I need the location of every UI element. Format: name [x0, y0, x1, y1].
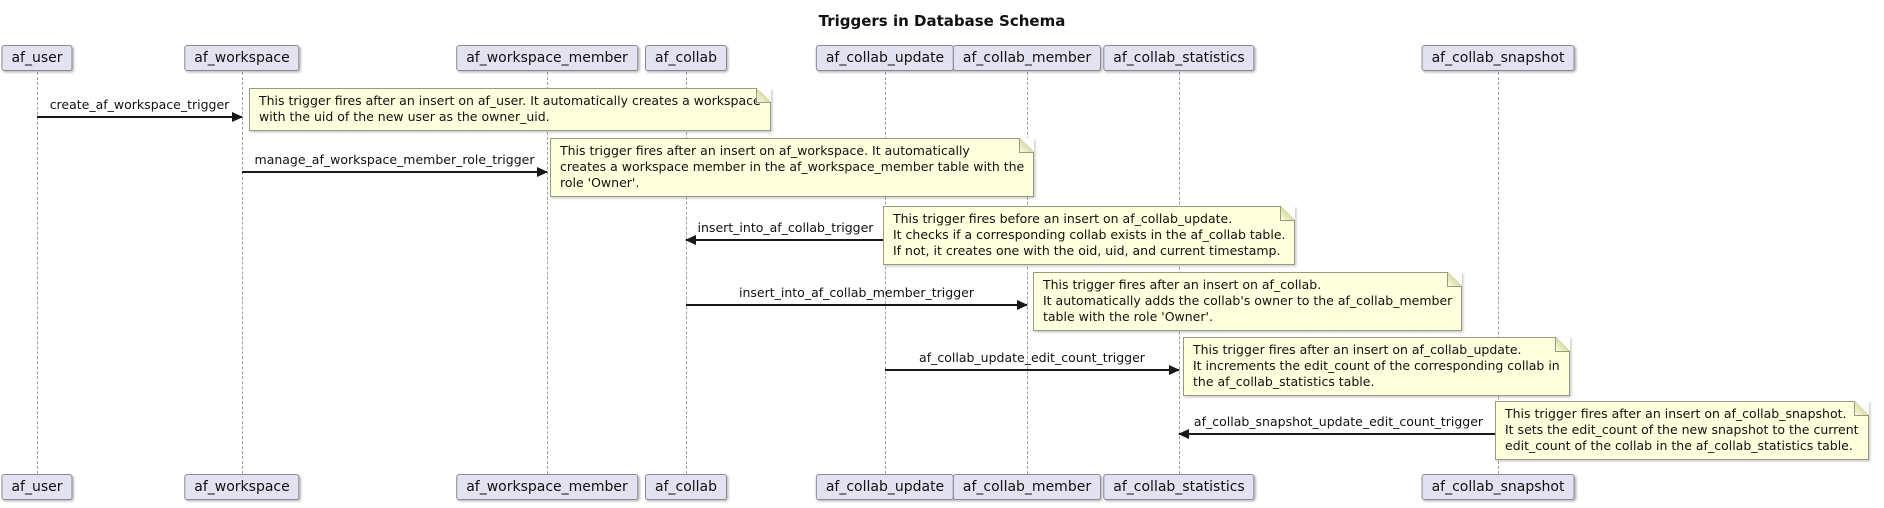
lifeline-af_workspace_member: [547, 72, 548, 474]
participant-bottom-af_collab_snapshot: af_collab_snapshot: [1421, 474, 1575, 500]
note-insert_into_af_collab_trigger: This trigger fires before an insert on a…: [883, 206, 1296, 265]
note-text: This trigger fires before an insert on a…: [893, 211, 1233, 226]
lifeline-af_collab: [686, 72, 687, 474]
note-text: If not, it creates one with the oid, uid…: [893, 243, 1281, 258]
note-af_collab_update_edit_count_trigger: This trigger fires after an insert on af…: [1183, 337, 1570, 396]
participant-top-af_collab_update: af_collab_update: [815, 45, 955, 71]
note-insert_into_af_collab_member_trigger: This trigger fires after an insert on af…: [1033, 272, 1463, 331]
lifeline-af_collab_update: [885, 72, 886, 474]
arrowhead-left-icon: [1178, 428, 1189, 439]
note-text: This trigger fires after an insert on af…: [259, 93, 761, 108]
note-text: It increments the edit_count of the corr…: [1193, 358, 1560, 373]
arrowhead-right-icon: [1169, 364, 1180, 375]
participant-bottom-af_user: af_user: [1, 474, 73, 500]
message-arrow-line: [37, 111, 243, 122]
message-arrow-line: [686, 299, 1028, 310]
lifeline-af_collab_snapshot: [1498, 72, 1499, 474]
message-arrow-line: [1178, 428, 1498, 439]
message-label: insert_into_af_collab_member_trigger: [739, 285, 974, 300]
note-text: the af_collab_statistics table.: [1193, 374, 1375, 389]
lifeline-af_collab_member: [1027, 72, 1028, 474]
arrowhead-right-icon: [232, 111, 243, 122]
message-create_af_workspace_trigger: create_af_workspace_trigger: [37, 97, 243, 122]
participant-top-af_user: af_user: [1, 45, 73, 71]
participant-top-af_workspace: af_workspace: [184, 45, 300, 71]
participant-top-af_collab_statistics: af_collab_statistics: [1103, 45, 1255, 71]
message-label: af_collab_update_edit_count_trigger: [919, 350, 1145, 365]
participant-bottom-af_collab_member: af_collab_member: [952, 474, 1102, 500]
note-manage_af_workspace_member_role_trigger: This trigger fires after an insert on af…: [550, 138, 1035, 197]
note-text: with the uid of the new user as the owne…: [259, 109, 550, 124]
participant-top-af_collab_snapshot: af_collab_snapshot: [1421, 45, 1575, 71]
note-text: table with the role 'Owner'.: [1043, 309, 1213, 324]
note-text: edit_count of the collab in the af_colla…: [1505, 438, 1853, 453]
message-manage_af_workspace_member_role_trigger: manage_af_workspace_member_role_trigger: [242, 152, 548, 177]
lifeline-af_workspace: [242, 72, 243, 474]
note-text: creates a workspace member in the af_wor…: [560, 159, 1025, 174]
participant-bottom-af_collab_update: af_collab_update: [815, 474, 955, 500]
message-arrow-line: [242, 166, 548, 177]
note-af_collab_snapshot_update_edit_count_trigger: This trigger fires after an insert on af…: [1495, 401, 1869, 460]
participant-bottom-af_workspace_member: af_workspace_member: [456, 474, 638, 500]
note-text: It checks if a corresponding collab exis…: [893, 227, 1286, 242]
participant-bottom-af_collab: af_collab: [644, 474, 728, 500]
message-label: create_af_workspace_trigger: [49, 97, 230, 112]
note-text: This trigger fires after an insert on af…: [1505, 406, 1847, 421]
note-text: This trigger fires after an insert on af…: [1193, 342, 1522, 357]
note-create_af_workspace_trigger: This trigger fires after an insert on af…: [249, 88, 771, 131]
note-text: This trigger fires after an insert on af…: [1043, 277, 1322, 292]
participant-bottom-af_collab_statistics: af_collab_statistics: [1103, 474, 1255, 500]
lifeline-af_user: [37, 72, 38, 474]
message-insert_into_af_collab_member_trigger: insert_into_af_collab_member_trigger: [686, 285, 1028, 310]
message-arrow-line: [685, 234, 885, 245]
note-text: role 'Owner'.: [560, 175, 640, 190]
note-text: It automatically adds the collab's owner…: [1043, 293, 1453, 308]
participant-top-af_collab: af_collab: [644, 45, 728, 71]
message-insert_into_af_collab_trigger: insert_into_af_collab_trigger: [685, 220, 885, 245]
note-text: This trigger fires after an insert on af…: [560, 143, 970, 158]
message-arrow-line: [885, 364, 1180, 375]
note-text: It sets the edit_count of the new snapsh…: [1505, 422, 1859, 437]
arrowhead-right-icon: [537, 166, 548, 177]
participant-top-af_workspace_member: af_workspace_member: [456, 45, 638, 71]
arrowhead-left-icon: [685, 234, 696, 245]
message-label: insert_into_af_collab_trigger: [697, 220, 874, 235]
participant-top-af_collab_member: af_collab_member: [952, 45, 1102, 71]
participant-bottom-af_workspace: af_workspace: [184, 474, 300, 500]
diagram-title: Triggers in Database Schema: [818, 12, 1066, 30]
message-af_collab_update_edit_count_trigger: af_collab_update_edit_count_trigger: [885, 350, 1180, 375]
message-label: af_collab_snapshot_update_edit_count_tri…: [1193, 414, 1484, 429]
arrowhead-right-icon: [1017, 299, 1028, 310]
message-af_collab_snapshot_update_edit_count_trigger: af_collab_snapshot_update_edit_count_tri…: [1178, 414, 1498, 439]
message-label: manage_af_workspace_member_role_trigger: [254, 152, 535, 167]
